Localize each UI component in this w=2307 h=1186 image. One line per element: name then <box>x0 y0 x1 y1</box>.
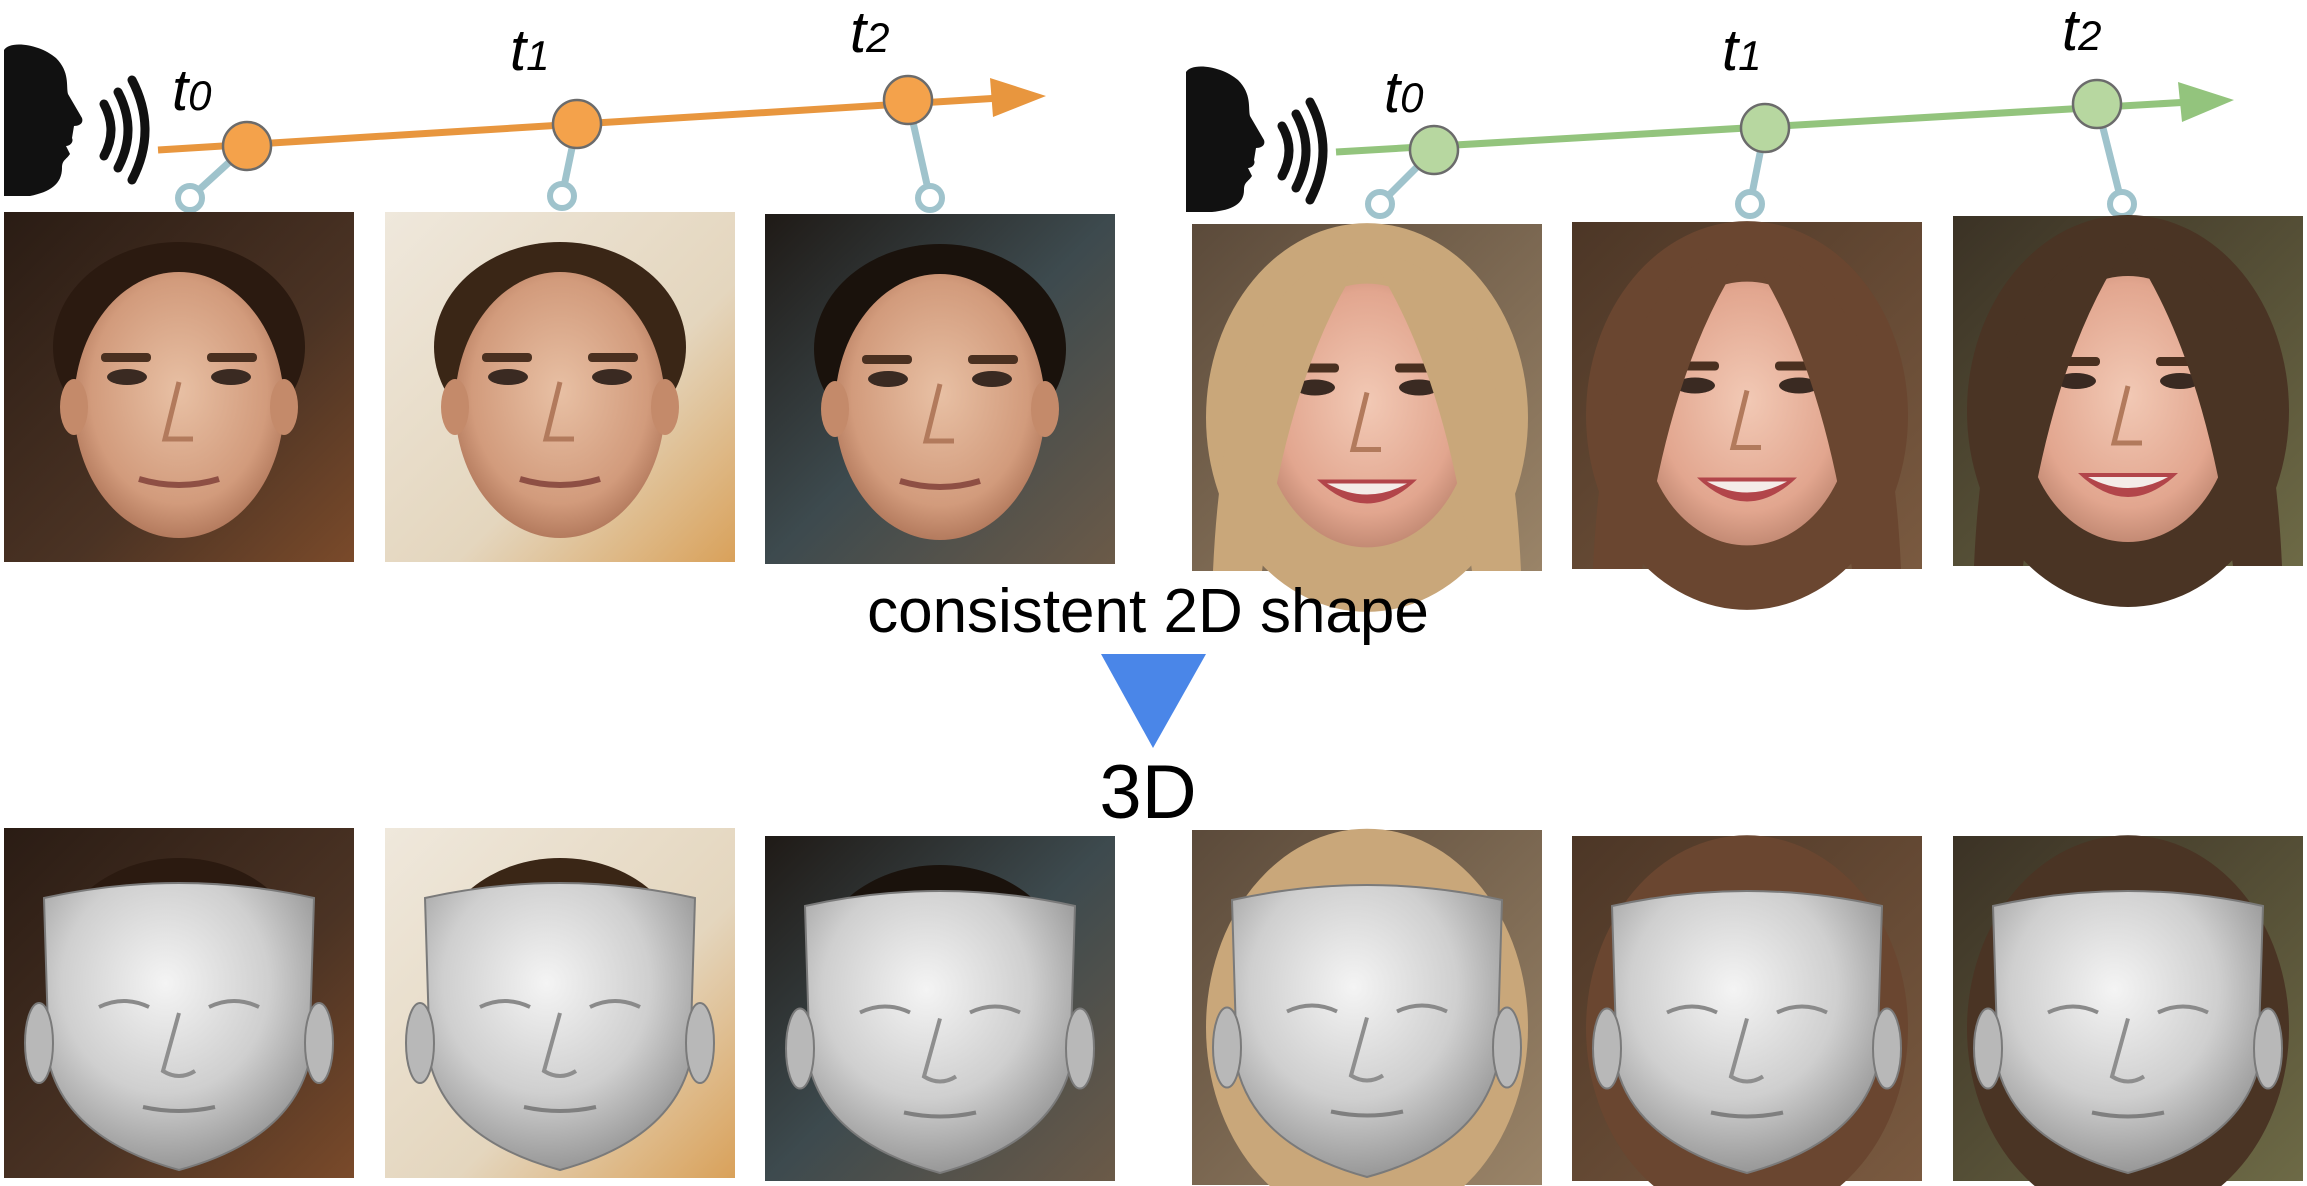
time-node-t2 <box>882 74 945 213</box>
timeline-arrow-head <box>990 78 1046 117</box>
time-label-t0: t0 <box>172 58 212 123</box>
sound-waves-icon <box>1277 97 1328 205</box>
timeline-female: t0 t1 t2 <box>1186 0 2234 219</box>
timeline-arrow-head <box>2178 82 2234 122</box>
mesh-face-image-3 <box>765 836 1115 1181</box>
mesh-face-image-4 <box>1192 828 1542 1186</box>
time-label-t1: t1 <box>510 18 549 83</box>
time-node-t1 <box>547 98 603 211</box>
mesh-face-image-5 <box>1572 835 1922 1186</box>
face-photo-1 <box>4 212 354 562</box>
face-photo-2 <box>385 212 735 562</box>
face-photo-5 <box>1572 221 1922 610</box>
time-label-t2: t2 <box>2062 0 2101 63</box>
time-node-t2 <box>2071 78 2137 219</box>
sound-waves-icon <box>99 75 150 185</box>
time-label-t2: t2 <box>850 0 889 65</box>
mesh-face-image-2 <box>385 828 735 1178</box>
face-photo-4 <box>1192 223 1542 612</box>
caption-consistent-2d-shape: consistent 2D shape <box>867 577 1429 646</box>
time-label-t1: t1 <box>1722 18 1761 83</box>
speaking-head-icon <box>1186 66 1265 213</box>
face-photo-3 <box>765 214 1115 564</box>
down-arrow-icon <box>1101 654 1206 748</box>
time-node-t0 <box>1365 124 1460 219</box>
time-node-t0 <box>175 120 273 213</box>
speaking-head-icon <box>4 44 83 196</box>
timeline-male: t0 t1 t2 <box>4 0 1046 213</box>
mesh-face-image-6 <box>1953 835 2303 1186</box>
time-label-t0: t0 <box>1384 60 1424 125</box>
mesh-face-image-1 <box>4 828 354 1178</box>
caption-3d: 3D <box>1099 750 1196 835</box>
face-photo-6 <box>1953 215 2303 607</box>
time-node-t1 <box>1735 102 1791 219</box>
